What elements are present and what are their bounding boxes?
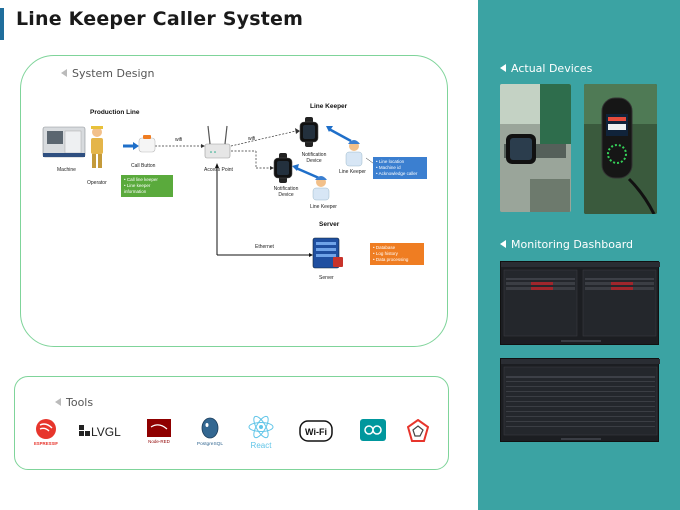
line-keeper-notes: Line location Machine id Acknowledge cal… [373,157,427,179]
arrow-head [295,128,300,134]
node-red-icon: Node-RED [147,419,171,444]
server-notes: Database Log history Data processing [370,243,424,265]
wifi-icon: Wi-Fi [299,420,333,442]
triangle-left-icon [61,69,67,77]
notification-device-label-1: Notification Device [301,152,327,164]
production-line-title: Production Line [90,109,140,116]
machine-icon [42,126,86,158]
server-icon [312,237,343,269]
server-label: Server [319,275,334,281]
server-title: Server [319,221,340,228]
lk-note: Line location [376,159,424,165]
arrow-head [201,144,205,148]
keeper2-arrow [295,166,320,180]
monitoring-dashboard-label: Monitoring Dashboard [500,238,633,251]
triangle-left-icon [55,398,61,406]
tools-panel: Tools ESPRESSIF LVGL Node-RED PostgreSQL [14,376,449,470]
postgresql-logo: PostgreSQL [193,417,227,447]
arduino-icon [360,419,386,441]
tools-label-text: Tools [66,396,94,409]
wifi-label-1: wifi [175,137,183,143]
access-point-label: Access Point [204,167,233,173]
arrow-head [270,166,274,170]
tools-label: Tools [55,396,93,409]
react-logo: React [243,415,279,451]
postgresql-icon: PostgreSQL [197,417,223,447]
grafana-logo [407,419,429,443]
right-panel: Actual Devices Monitoring Dashboard [478,0,680,510]
line-keeper-title: Line Keeper [310,103,348,110]
line-keeper-label-1: Line Keeper [339,169,366,175]
machine-label: Machine [57,167,76,173]
actual-devices-label-text: Actual Devices [511,62,593,75]
arrow-head [133,142,139,150]
node-red-text: Node-RED [148,439,171,444]
espressif-text: ESPRESSIF [34,441,58,446]
title-accent-bar [0,8,4,40]
system-diagram-svg [42,117,378,269]
call-note: Line keeper information [124,183,170,195]
call-button-label: Call Button [131,163,156,169]
keeper1-arrow [328,127,352,143]
server-note: Database [373,245,421,251]
wifi-text: Wi-Fi [305,427,327,437]
system-design-panel: System Design [20,55,448,347]
device-photo-caller [584,84,657,214]
line-keeper-person-icon [345,140,363,167]
watch-photo-svg [500,84,571,212]
lvgl-text: LVGL [91,425,121,439]
arrow-head [326,126,333,132]
smartwatch-icon [299,117,319,147]
caller-photo-svg [584,84,657,214]
arrow-head [292,164,299,171]
server-note: Log history [373,251,421,257]
lk-note: Acknowledge caller [376,171,424,177]
wifi-logo: Wi-Fi [299,419,333,443]
notification-device-label-2: Notification Device [273,186,299,198]
ethernet-label: Ethernet [255,244,274,250]
operator-label: Operator [87,180,107,186]
espressif-logo: ESPRESSIF [31,417,61,447]
system-design-label-text: System Design [72,67,155,80]
page-title: Line Keeper Caller System [16,8,304,30]
smartwatch-icon [273,153,293,183]
server-note: Data processing [373,257,421,263]
react-text: React [251,441,273,450]
call-note: Call line keeper [124,177,170,183]
dashboard-screenshot-2 [500,358,660,442]
monitoring-dashboard-label-text: Monitoring Dashboard [511,238,633,251]
access-point-icon [204,125,231,159]
dashboard-screenshot-1 [500,261,660,345]
lvgl-icon: LVGL [79,425,121,439]
postgresql-text: PostgreSQL [197,441,223,447]
line-keeper-person-icon [312,176,330,201]
line-keeper-label-2: Line Keeper [310,204,337,210]
ap-device1-link [230,130,297,147]
react-icon: React [248,415,274,450]
call-button-icon [138,135,156,153]
triangle-left-icon [500,240,506,248]
triangle-left-icon [500,64,506,72]
lk-note: Machine id [376,165,424,171]
actual-devices-label: Actual Devices [500,62,592,75]
dashboard-1-svg [501,262,660,342]
arrow-head [215,163,219,168]
arduino-logo [360,419,386,441]
grafana-icon [407,419,429,442]
dashboard-2-svg [501,359,660,440]
device-photo-watch [500,84,571,212]
operator-icon [91,126,103,168]
call-notes: Call line keeper Line keeper information [121,175,173,197]
node-red-logo: Node-RED [143,419,175,445]
system-design-label: System Design [61,67,155,80]
arrow-head [309,253,313,257]
espressif-icon: ESPRESSIF [34,419,58,446]
lvgl-logo: LVGL [77,421,129,441]
wifi-label-2: wifi [248,136,256,142]
